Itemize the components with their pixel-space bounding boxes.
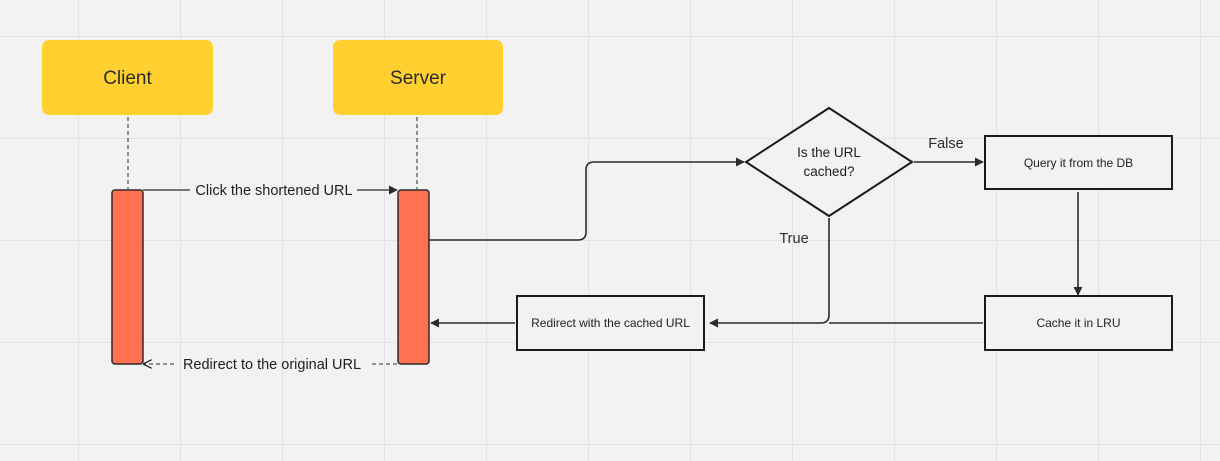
cache-decision[interactable]: Is the URL cached? — [744, 106, 914, 218]
cache-lru-rect — [984, 295, 1173, 351]
false-edge-label: False — [928, 136, 963, 152]
cache-lru-label: Cache it in LRU — [1036, 316, 1120, 330]
redirect-original-label: Redirect to the original URL — [183, 357, 361, 373]
decision-label-line2: cached? — [803, 164, 854, 179]
redirect-cached-label: Redirect with the cached URL — [531, 316, 690, 330]
query-db-label: Query it from the DB — [1024, 156, 1133, 170]
click-message[interactable]: Click the shortened URL — [143, 183, 398, 199]
true-edge-line[interactable] — [709, 218, 830, 328]
client-actor-box — [42, 40, 213, 115]
redirect-cached-box[interactable]: Redirect with the cached URL — [516, 295, 705, 351]
client-actor[interactable]: Client — [42, 40, 213, 115]
decision-diamond — [744, 106, 914, 218]
decision-label-line1: Is the URL — [797, 145, 861, 160]
true-edge-label: True — [779, 231, 808, 247]
query-db-box[interactable]: Query it from the DB — [984, 135, 1173, 190]
redirect-cached-rect — [516, 295, 705, 351]
query-db-rect — [984, 135, 1173, 190]
server-actor[interactable]: Server — [333, 40, 503, 115]
cache-lru-box[interactable]: Cache it in LRU — [984, 295, 1173, 351]
redirect-original-message[interactable]: Redirect to the original URL — [144, 357, 397, 373]
click-message-label: Click the shortened URL — [195, 183, 352, 199]
server-activation-bar[interactable] — [397, 189, 430, 365]
server-actor-label: Server — [390, 68, 447, 89]
server-actor-box — [333, 40, 503, 115]
client-actor-label: Client — [103, 68, 152, 89]
server-to-decision-arrow[interactable] — [429, 157, 745, 241]
client-activation-bar[interactable] — [111, 189, 144, 365]
